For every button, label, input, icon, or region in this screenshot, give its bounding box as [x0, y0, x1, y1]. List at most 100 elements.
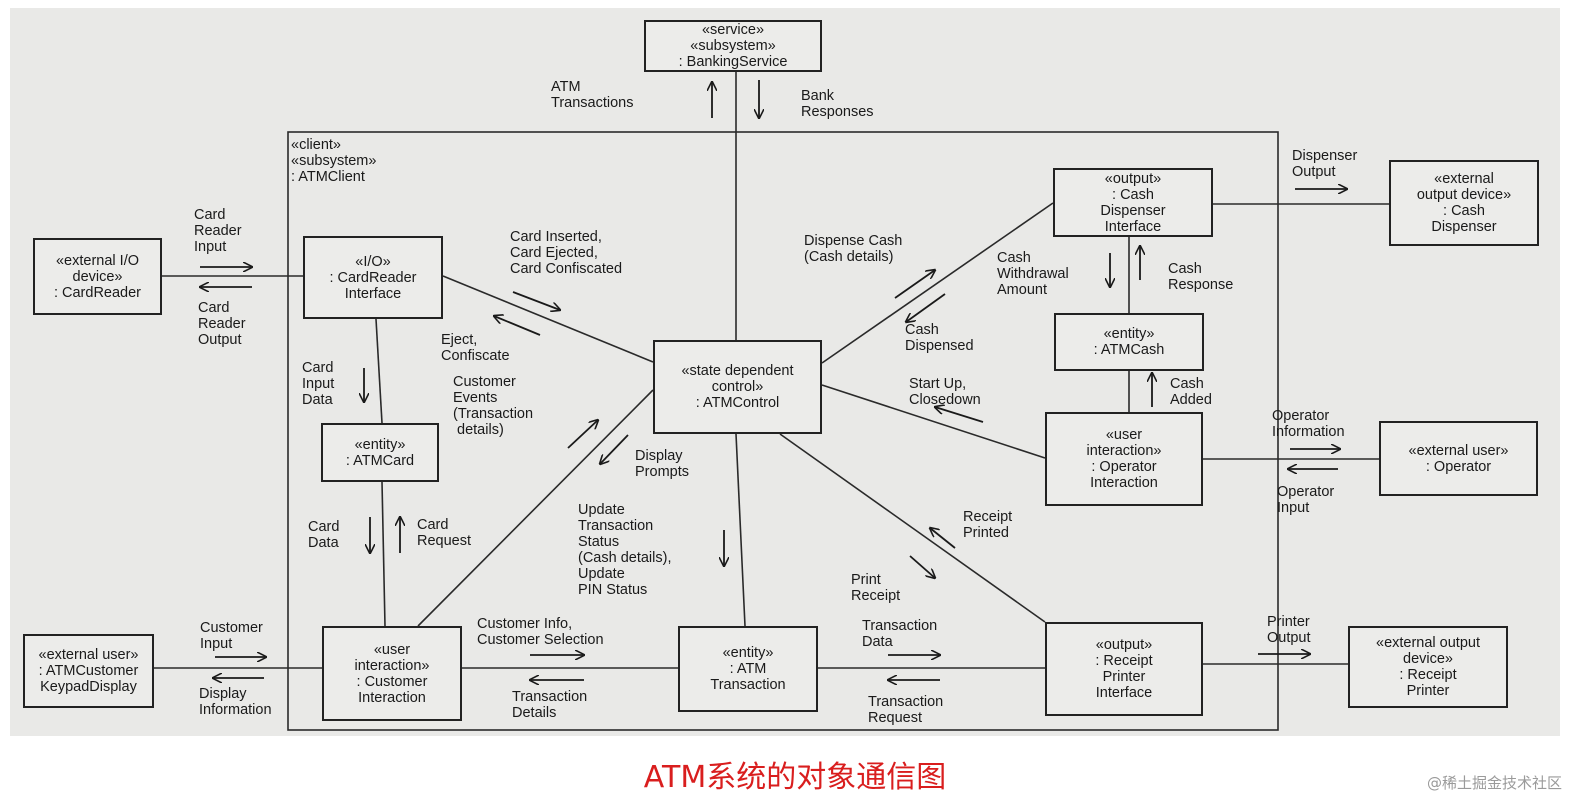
- box-line: KeypadDisplay: [40, 679, 137, 695]
- arrow-cash-dispensed: [906, 293, 946, 322]
- box-line: Printer: [1102, 669, 1146, 685]
- arrow-customer-events: [567, 420, 598, 449]
- label-card-reader-input: Card Reader Input: [194, 207, 242, 255]
- client-subsystem-label: «client» «subsystem» : ATMClient: [291, 137, 376, 185]
- label-cash-withdrawal: Cash Withdrawal Amount: [997, 250, 1069, 298]
- box-line: : ATMControl: [695, 395, 780, 411]
- label-dispenser-output: Dispenser Output: [1292, 148, 1358, 180]
- cash-dispenser-interface-box[interactable]: «output» : Cash Dispenser Interface: [1053, 168, 1213, 237]
- label-receipt-printed: Receipt Printed: [963, 509, 1013, 541]
- link-interface-control: [442, 275, 654, 363]
- box-line: : Receipt: [1095, 653, 1153, 669]
- box-line: : ATMCash: [1093, 342, 1165, 358]
- label-cash-response: Cash Response: [1168, 261, 1234, 293]
- box-line: : BankingService: [678, 54, 788, 70]
- customer-keypad-box[interactable]: «external user» : ATMCustomer KeypadDisp…: [23, 634, 154, 708]
- box-line: «entity»: [354, 436, 406, 453]
- box-line: «I/O»: [355, 253, 391, 270]
- operator-box[interactable]: «external user» : Operator: [1379, 421, 1538, 496]
- link-customer-control: [417, 389, 654, 627]
- box-line: «external I/O: [55, 252, 139, 269]
- cash-dispenser-box[interactable]: «external output device» : Cash Dispense…: [1389, 160, 1539, 246]
- label-bank-responses: Bank Responses: [801, 88, 874, 120]
- arrow-display-prompts: [600, 434, 629, 464]
- label-eject-confiscate: Eject, Confiscate: [441, 332, 510, 364]
- box-line: Interaction: [358, 689, 426, 706]
- box-line: Interface: [1104, 218, 1162, 235]
- label-customer-events: Customer Events (Transaction details): [453, 374, 534, 438]
- box-line: : ATMCustomer: [38, 663, 139, 679]
- box-line: «external user»: [1408, 442, 1509, 459]
- arrow-eject-confiscate: [494, 316, 541, 336]
- box-line: : Customer: [356, 673, 428, 690]
- card-reader-box[interactable]: «external I/O device» : CardReader: [33, 238, 162, 315]
- box-line: : Receipt: [1399, 667, 1457, 683]
- arrow-print-receipt: [909, 555, 935, 578]
- label-start-up: Start Up, Closedown: [909, 376, 981, 408]
- label-customer-input: Customer Input: [200, 620, 263, 652]
- label-cash-dispensed: Cash Dispensed: [905, 322, 974, 354]
- operator-interaction-box[interactable]: «user interaction» : Operator Interactio…: [1045, 412, 1203, 506]
- label-transaction-request: Transaction Request: [868, 694, 944, 726]
- box-line: device»: [1403, 651, 1453, 667]
- box-line: «state dependent: [681, 363, 794, 379]
- box-line: : Cash: [1443, 203, 1485, 219]
- card-reader-interface-box[interactable]: «I/O» : CardReader Interface: [303, 236, 443, 319]
- diagram-caption: ATM系统的对象通信图: [643, 760, 947, 795]
- label-transaction-details: Transaction Details: [512, 689, 588, 721]
- label-customer-info: Customer Info, Customer Selection: [477, 616, 604, 648]
- atm-card-box[interactable]: «entity» : ATMCard: [321, 423, 439, 482]
- box-line: «output»: [1104, 170, 1162, 187]
- box-line: Dispenser: [1431, 219, 1497, 235]
- arrow-receipt-printed: [930, 528, 956, 549]
- box-line: «output»: [1095, 637, 1153, 653]
- label-display-prompts: Display Prompts: [635, 448, 689, 480]
- arrow-start-up: [935, 407, 984, 423]
- box-line: control»: [711, 379, 764, 395]
- box-line: Transaction: [710, 677, 786, 693]
- box-line: device»: [72, 268, 123, 285]
- label-card-data: Card Data: [308, 519, 340, 551]
- arrow-card-inserted: [512, 291, 560, 310]
- atm-control-box[interactable]: «state dependent control» : ATMControl: [653, 340, 822, 434]
- box-line: : ATMCard: [345, 452, 415, 469]
- client-subsystem-line: «client»: [291, 137, 341, 153]
- box-line: : Operator: [1425, 458, 1492, 475]
- box-line: Interaction: [1090, 475, 1158, 491]
- receipt-printer-box[interactable]: «external output device» : Receipt Print…: [1348, 626, 1508, 708]
- atm-transaction-box[interactable]: «entity» : ATM Transaction: [678, 626, 818, 712]
- label-display-information: Display Information: [199, 686, 272, 718]
- watermark: @稀土掘金技术社区: [1426, 774, 1562, 792]
- link-control-transaction: [735, 433, 746, 627]
- label-printer-output: Printer Output: [1267, 614, 1311, 646]
- box-line: Interface: [344, 285, 402, 302]
- label-card-inserted: Card Inserted, Card Ejected, Card Confis…: [510, 229, 623, 277]
- box-line: «user: [373, 641, 411, 658]
- client-subsystem-line: : ATMClient: [291, 169, 365, 185]
- label-card-request: Card Request: [417, 517, 472, 549]
- box-line: interaction»: [1086, 443, 1162, 459]
- banking-service-box[interactable]: «service» «subsystem» : BankingService: [644, 20, 822, 72]
- customer-interaction-box[interactable]: «user interaction» : Customer Interactio…: [322, 626, 462, 721]
- label-atm-transactions: ATM Transactions: [551, 79, 634, 111]
- label-dispense-cash: Dispense Cash (Cash details): [804, 233, 903, 265]
- link-control-operator: [821, 384, 1046, 459]
- label-card-input-data: Card Input Data: [302, 360, 335, 408]
- label-operator-input: Operator Input: [1277, 484, 1335, 516]
- box-line: «external output: [1376, 635, 1480, 651]
- receipt-printer-interface-box[interactable]: «output» : Receipt Printer Interface: [1045, 622, 1203, 716]
- label-cash-added: Cash Added: [1170, 376, 1212, 408]
- box-line: «user: [1105, 427, 1143, 443]
- label-print-receipt: Print Receipt: [851, 572, 901, 604]
- box-line: «subsystem»: [690, 38, 776, 54]
- label-card-reader-output: Card Reader Output: [198, 300, 246, 348]
- label-update-transaction: Update Transaction Status (Cash details)…: [578, 502, 672, 598]
- box-line: Interface: [1095, 685, 1153, 701]
- link-control-printer: [779, 433, 1046, 623]
- box-line: output device»: [1416, 187, 1512, 203]
- box-line: interaction»: [354, 657, 430, 674]
- box-line: : CardReader: [329, 269, 417, 286]
- atm-cash-box[interactable]: «entity» : ATMCash: [1054, 313, 1204, 371]
- client-subsystem-line: «subsystem»: [291, 153, 377, 169]
